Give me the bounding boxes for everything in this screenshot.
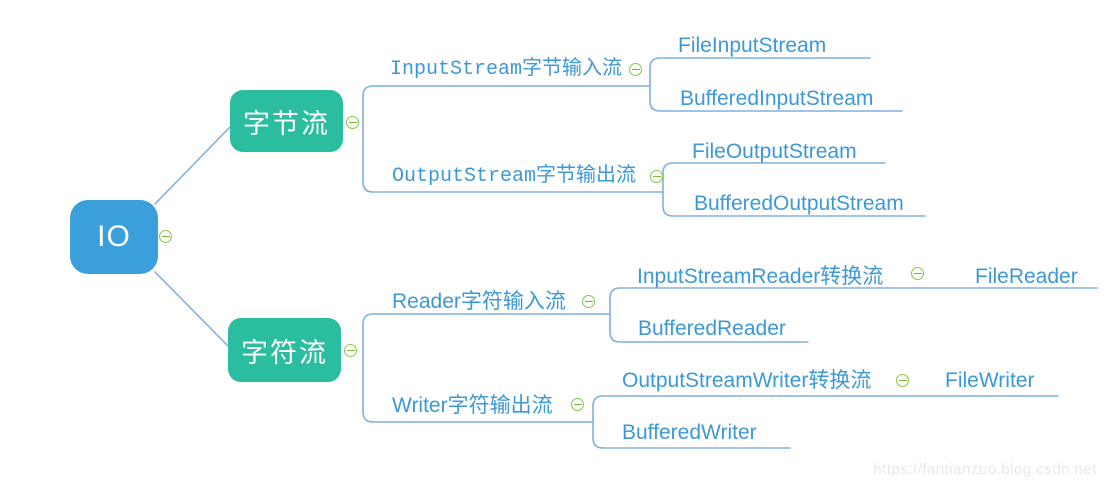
connector-root-char [154, 271, 229, 347]
node-bufferedwriter[interactable]: BufferedWriter [622, 421, 757, 444]
node-filewriter[interactable]: FileWriter [945, 369, 1035, 392]
connector-outputstream-children [662, 162, 926, 217]
node-char-stream[interactable]: 字符流 [228, 318, 341, 382]
node-bufferedreader[interactable]: BufferedReader [638, 317, 786, 340]
connector-root-byte [154, 126, 231, 205]
node-fileinputstream[interactable]: FileInputStream [678, 34, 827, 57]
node-reader-label[interactable]: Reader字符输入流 [392, 290, 566, 313]
connector-char-children [362, 313, 611, 423]
node-inputstream-label[interactable]: InputStream字节输入流 [390, 58, 623, 81]
connector-byte-children [362, 85, 664, 193]
node-fileoutputstream[interactable]: FileOutputStream [692, 140, 857, 163]
collapse-icon-outputstreamwriter[interactable] [896, 374, 909, 387]
node-outputstreamwriter[interactable]: OutputStreamWriter转换流 [622, 369, 872, 392]
collapse-icon-outputstream[interactable] [650, 170, 663, 183]
collapse-icon-char-stream[interactable] [344, 344, 357, 357]
collapse-icon-inputstreamreader[interactable] [911, 267, 924, 280]
collapse-icon-inputstream[interactable] [629, 63, 642, 76]
collapse-icon-reader[interactable] [582, 295, 595, 308]
collapse-icon-byte-stream[interactable] [346, 116, 359, 129]
node-writer-label[interactable]: Writer字符输出流 [392, 394, 553, 417]
connector-inputstream-children [649, 57, 903, 112]
node-byte-stream[interactable]: 字节流 [230, 90, 343, 152]
node-bufferedinputstream[interactable]: BufferedInputStream [680, 87, 874, 110]
node-outputstream-label[interactable]: OutputStream字节输出流 [392, 165, 637, 188]
node-io[interactable]: IO [70, 200, 158, 274]
connector-reader-children [609, 287, 1098, 343]
connector-writer-children [592, 395, 1059, 449]
node-inputstreamreader[interactable]: InputStreamReader转换流 [637, 265, 884, 288]
collapse-icon-writer[interactable] [571, 398, 584, 411]
collapse-icon-io[interactable] [159, 230, 172, 243]
node-filereader[interactable]: FileReader [975, 265, 1078, 288]
watermark: https://fantianzuo.blog.csdn.net [873, 461, 1097, 478]
node-bufferedoutputstream[interactable]: BufferedOutputStream [694, 192, 904, 215]
